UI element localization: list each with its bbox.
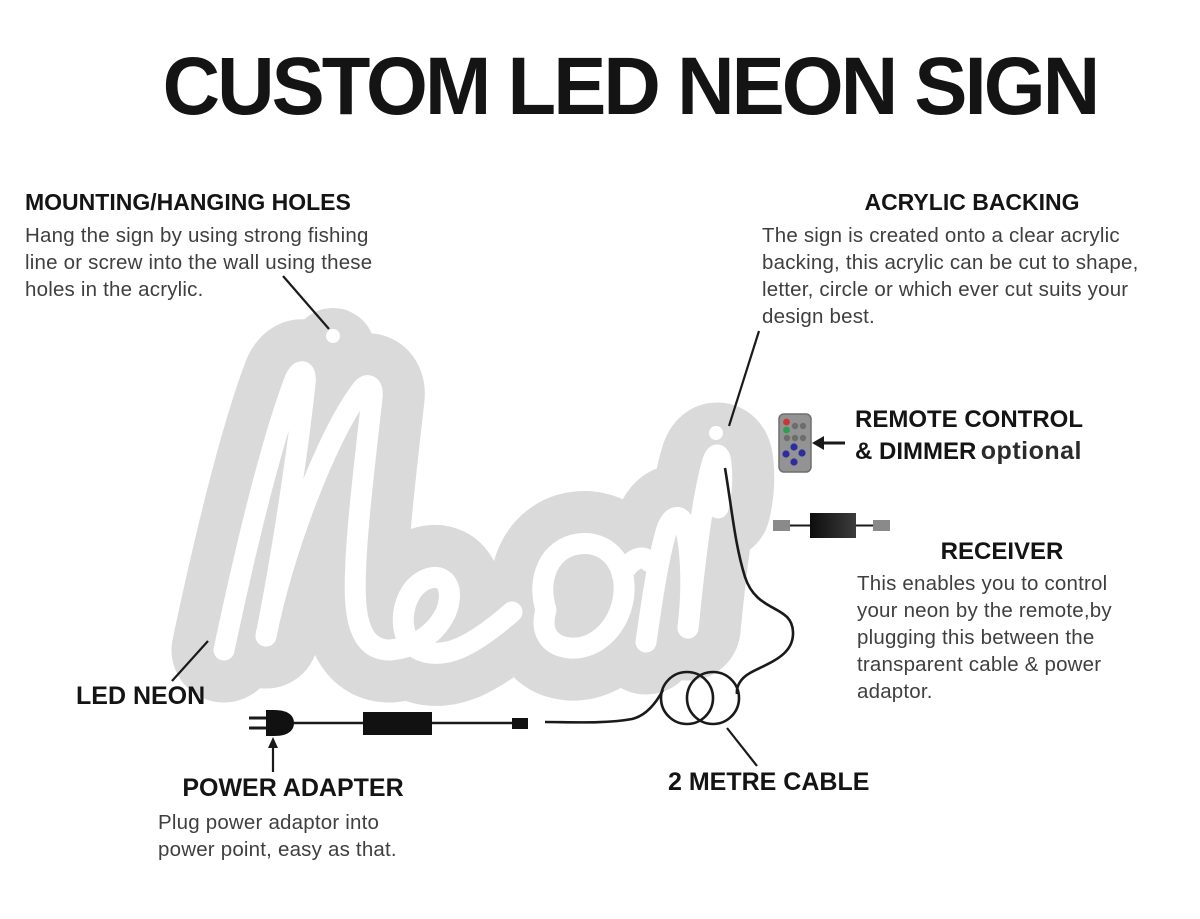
remote-control-icon [778, 413, 812, 473]
cable-path [544, 467, 795, 726]
remote-heading-line2: & DIMMER [855, 438, 977, 465]
adapter-brick-icon [363, 712, 432, 735]
cable-loop-2 [685, 670, 741, 726]
cable-label: 2 METRE CABLE [668, 768, 870, 796]
receiver-icon [773, 513, 890, 538]
receiver-body: This enables you to control your neon by… [857, 572, 1112, 703]
acrylic-body: The sign is created onto a clear acrylic… [762, 224, 1139, 328]
arrow-left-icon [812, 436, 845, 450]
remote-heading-line1: REMOTE CONTROL [855, 406, 1083, 433]
power-adapter-body: Plug power adaptor into power point, eas… [158, 811, 397, 861]
power-plug-icon [249, 710, 294, 736]
leader-line-led-neon [171, 640, 209, 682]
leader-line-acrylic [727, 330, 761, 427]
remote-optional-label: optional [980, 437, 1082, 465]
section-remote: REMOTE CONTROL & DIMMER optional [855, 406, 1083, 466]
cable-loop-1 [659, 670, 715, 726]
mounting-body: Hang the sign by using strong fishing li… [25, 224, 373, 301]
receiver-heading: RECEIVER [940, 538, 1064, 565]
section-mounting: MOUNTING/HANGING HOLES Hang the sign by … [25, 188, 445, 303]
led-neon-tube-word [213, 361, 733, 664]
mounting-heading: MOUNTING/HANGING HOLES [25, 189, 351, 215]
mounting-hole-right [709, 426, 723, 440]
page-title: CUSTOM LED NEON SIGN [162, 41, 1101, 132]
leader-line-2-metre-cable [726, 727, 758, 767]
section-receiver: RECEIVER This enables you to control you… [857, 538, 1147, 705]
leader-line-mounting [282, 275, 330, 330]
power-adapter-heading: POWER ADAPTER [182, 774, 404, 802]
led-neon-label: LED NEON [76, 682, 206, 710]
acrylic-heading: ACRYLIC BACKING [864, 189, 1080, 215]
mounting-hole-left [326, 329, 340, 343]
adapter-connector-icon [512, 718, 528, 729]
section-power-adapter: POWER ADAPTER Plug power adaptor into po… [158, 774, 428, 863]
section-acrylic: ACRYLIC BACKING The sign is created onto… [762, 188, 1182, 330]
leader-line-power-adapter [268, 737, 278, 772]
